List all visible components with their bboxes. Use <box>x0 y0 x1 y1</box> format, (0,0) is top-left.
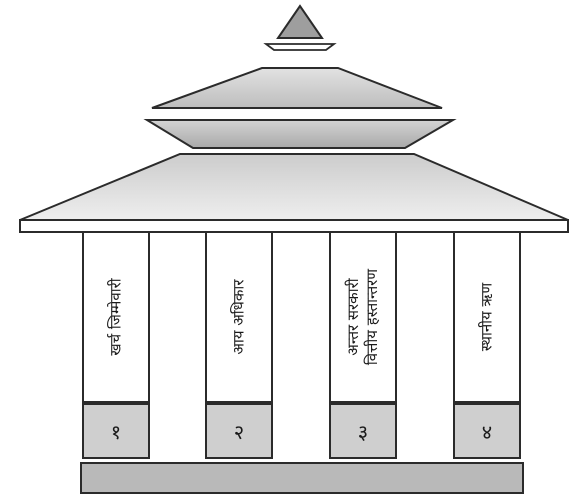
lower-roof <box>19 153 569 221</box>
pillar-2-number: २ <box>233 419 245 444</box>
pillar-4: स्थानीय ऋण <box>453 231 521 403</box>
pillar-1-number-box: १ <box>82 403 150 459</box>
pillar-1: खर्च जिम्मेवारी <box>82 231 150 403</box>
pinnacle-triangle <box>276 4 324 39</box>
pillar-3: अन्तर सरकारी वित्तीय हस्तान्तरण <box>329 231 397 403</box>
pillar-1-number: १ <box>110 419 122 444</box>
pillar-4-number: ४ <box>481 419 493 444</box>
pillar-3-number-box: ३ <box>329 403 397 459</box>
pillar-3-number: ३ <box>357 419 369 444</box>
pillar-2-label: आय अधिकार <box>229 279 248 355</box>
pillar-3-label: अन्तर सरकारी वित्तीय हस्तान्तरण <box>344 268 381 366</box>
pinnacle-collar <box>263 43 337 51</box>
upper-roof <box>151 67 443 109</box>
pillar-1-label: खर्च जिम्मेवारी <box>106 278 125 356</box>
pillar-2-number-box: २ <box>205 403 273 459</box>
roof-beam <box>19 219 569 233</box>
pillar-4-number-box: ४ <box>453 403 521 459</box>
pillar-2: आय अधिकार <box>205 231 273 403</box>
pillar-4-label: स्थानीय ऋण <box>477 282 496 352</box>
middle-roof-band <box>143 119 457 149</box>
roof <box>19 4 569 233</box>
foundation-base <box>80 462 524 494</box>
